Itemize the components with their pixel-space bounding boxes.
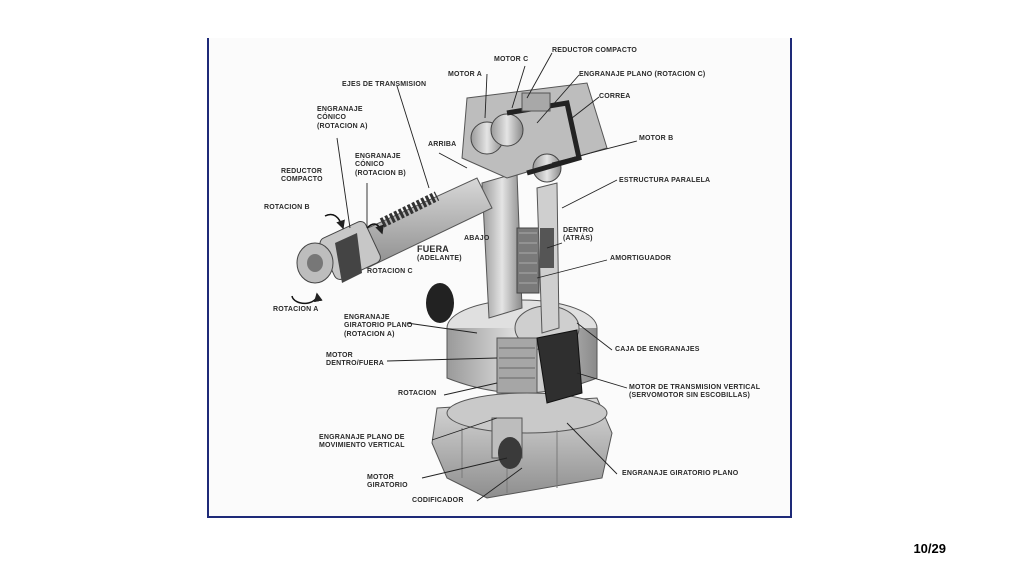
label-engranaje-plano-vertical: ENGRANAJE PLANO DE MOVIMIENTO VERTICAL — [319, 434, 405, 450]
label-reductor-compacto-left: REDUCTOR COMPACTO — [281, 168, 323, 184]
label-rotacion: ROTACION — [398, 390, 437, 397]
label-reductor-compacto-top: REDUCTOR COMPACTO — [552, 47, 638, 54]
label-motor-dentro-fuera: MOTOR DENTRO/FUERA — [326, 352, 385, 368]
label-amortiguador: AMORTIGUADOR — [610, 255, 672, 262]
label-engranaje-conico-a: ENGRANAJE CÓNICO (ROTACION A) — [317, 106, 368, 130]
label-engranaje-conico-b: ENGRANAJE CÓNICO (ROTACION B) — [355, 153, 406, 177]
label-dentro: DENTRO (ATRÁS) — [563, 227, 594, 243]
label-adelante: (ADELANTE) — [417, 255, 462, 262]
figure-border-right — [790, 38, 792, 518]
leader-lines — [336, 52, 638, 502]
label-motor-a: MOTOR A — [448, 71, 483, 78]
label-motor-c: MOTOR C — [494, 56, 529, 63]
page-number: 10/29 — [913, 541, 946, 556]
label-motor-b: MOTOR B — [639, 135, 674, 142]
label-engranaje-plano-c: ENGRANAJE PLANO (ROTACION C) — [579, 71, 706, 78]
label-codificador: CODIFICADOR — [412, 497, 464, 504]
vertical-column — [481, 172, 560, 334]
upper-housing — [461, 82, 608, 183]
label-fuera: FUERA — [417, 244, 449, 254]
label-rotacion-c: ROTACION C — [367, 268, 413, 275]
label-caja-engranajes: CAJA DE ENGRANAJES — [615, 346, 700, 353]
label-motor-transmision: MOTOR DE TRANSMISION VERTICAL (SERVOMOTO… — [629, 384, 761, 400]
label-ejes-transmision: EJES DE TRANSMISION — [342, 81, 427, 88]
label-engranaje-giratorio-plano: ENGRANAJE GIRATORIO PLANO — [622, 470, 739, 477]
figure-border-bottom — [207, 516, 792, 518]
robot-base — [431, 392, 613, 499]
robot-arm-illustration — [291, 52, 638, 502]
robot-arm-diagram: MOTOR C REDUCTOR COMPACTO MOTOR A ENGRAN… — [207, 38, 792, 518]
label-engranaje-giratorio: ENGRANAJE GIRATORIO PLANO (ROTACION A) — [344, 314, 413, 338]
label-rotacion-a: ROTACION A — [273, 306, 319, 313]
label-motor-giratorio: MOTOR GIRATORIO — [367, 474, 408, 490]
motors — [426, 283, 583, 469]
figure-border-left — [207, 38, 209, 518]
horizontal-arm — [296, 177, 493, 284]
label-arriba: ARRIBA — [428, 141, 457, 148]
label-correa: CORREA — [599, 93, 631, 100]
label-abajo: ABAJO — [464, 235, 490, 242]
label-rotacion-b: ROTACION B — [264, 204, 310, 211]
label-estructura-paralela: ESTRUCTURA PARALELA — [619, 177, 711, 184]
rotation-arrows — [291, 213, 384, 305]
